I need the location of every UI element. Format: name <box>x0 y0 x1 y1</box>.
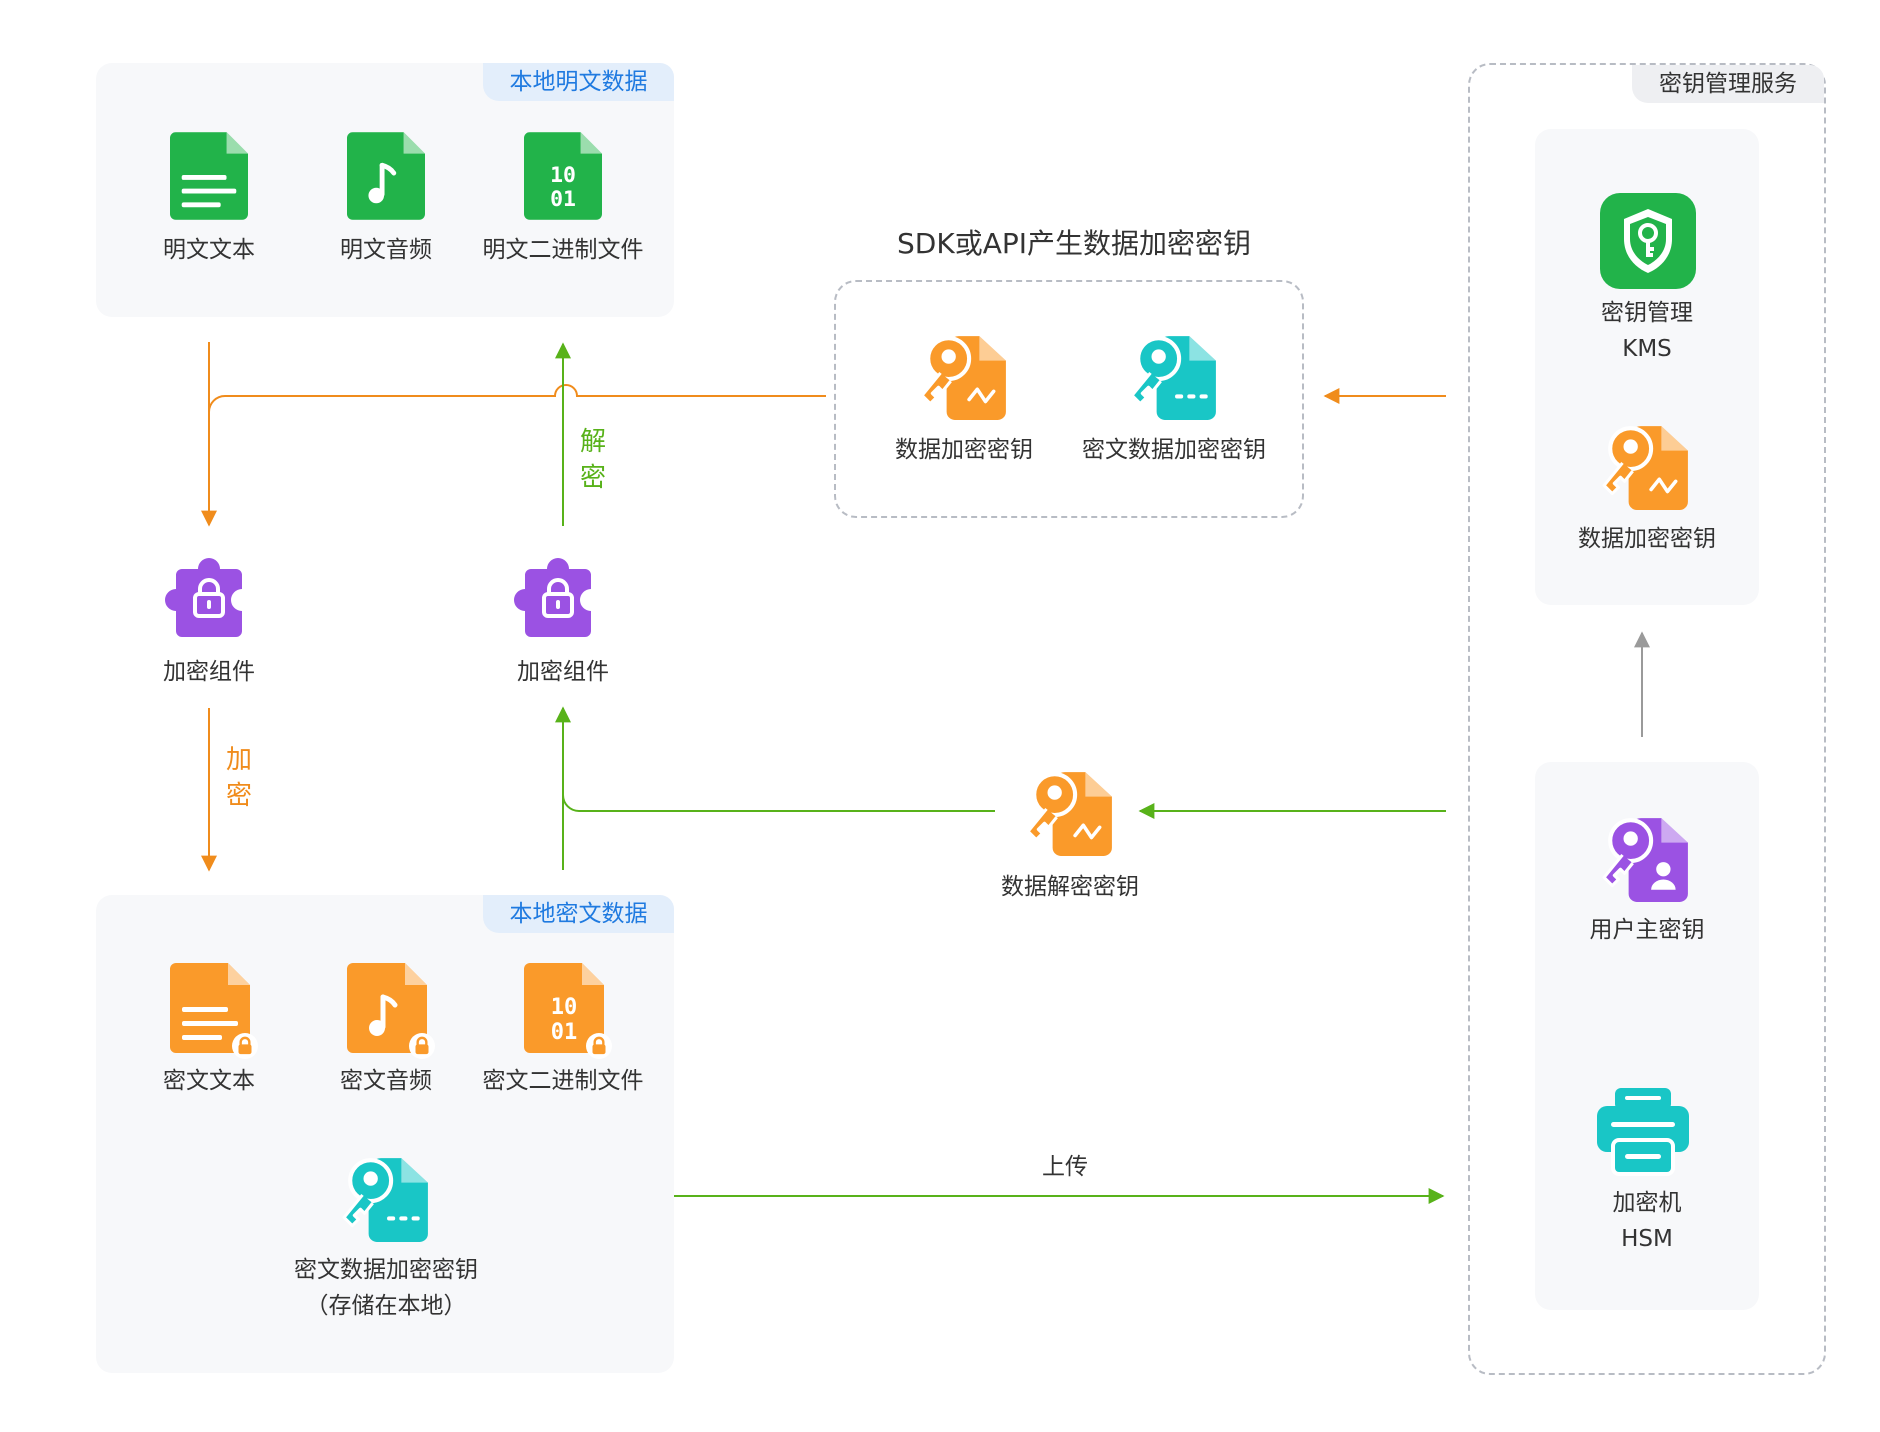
plain-text-label: 明文文本 <box>163 237 255 263</box>
puzzle-lock-icon <box>513 553 603 643</box>
binary-file-icon: 10 01 <box>524 132 602 220</box>
plain-audio-label: 明文音频 <box>340 237 432 263</box>
locked-binary-file-icon: 10 01 <box>524 963 612 1059</box>
locked-text-file-icon <box>170 963 258 1059</box>
sdk-group-box <box>834 280 1304 518</box>
data-key-icon <box>1024 766 1116 858</box>
encrypt-label-1: 加 <box>225 745 252 775</box>
stored-key-sub: （存储在本地） <box>305 1293 467 1319</box>
local-plain-tag: 本地明文数据 <box>483 63 674 101</box>
cipher-key-icon <box>340 1152 432 1244</box>
data-key-icon <box>1600 420 1692 512</box>
locked-audio-file-icon <box>347 963 435 1059</box>
kms-service-tag: 密钥管理服务 <box>1632 65 1824 103</box>
decrypt-label-1: 解 <box>579 427 606 457</box>
upload-label: 上传 <box>1042 1154 1088 1180</box>
plain-binary-label: 明文二进制文件 <box>482 237 644 263</box>
kms-service-box <box>1468 63 1826 1375</box>
svg-text:10: 10 <box>550 163 576 188</box>
svg-text:01: 01 <box>551 1020 578 1045</box>
decryption-key-label: 数据解密密钥 <box>1001 874 1139 900</box>
text-file-icon <box>170 132 248 220</box>
encrypt-component-label-left: 加密组件 <box>163 659 255 685</box>
stored-key-label: 密文数据加密密钥 <box>294 1257 478 1283</box>
hsm-label: 加密机 <box>1612 1190 1682 1216</box>
encrypt-component-label-right: 加密组件 <box>517 659 609 685</box>
sdk-data-key-label: 数据加密密钥 <box>895 437 1033 463</box>
hsm-sub: HSM <box>1621 1226 1673 1252</box>
key-feed-line <box>208 384 826 413</box>
kms-sub: KMS <box>1622 336 1672 362</box>
cipher-audio-label: 密文音频 <box>340 1068 432 1094</box>
decrypt-label-2: 密 <box>579 463 606 493</box>
cipher-text-label: 密文文本 <box>163 1068 255 1094</box>
user-key-icon <box>1600 812 1692 904</box>
encrypt-label-2: 密 <box>225 781 252 811</box>
audio-file-icon <box>347 132 425 220</box>
local-cipher-tag: 本地密文数据 <box>483 895 674 933</box>
hsm-icon <box>1597 1088 1689 1176</box>
puzzle-lock-icon <box>164 553 254 643</box>
svg-text:10: 10 <box>551 995 578 1020</box>
decrypt-key-feed-line <box>562 788 995 812</box>
kms-data-key-label: 数据加密密钥 <box>1578 526 1716 552</box>
cipher-binary-label: 密文二进制文件 <box>482 1068 644 1094</box>
sdk-cipher-key-label: 密文数据加密密钥 <box>1082 437 1266 463</box>
kms-label: 密钥管理 <box>1601 300 1693 326</box>
cipher-key-icon <box>1128 330 1220 422</box>
master-key-label: 用户主密钥 <box>1589 917 1705 943</box>
svg-text:01: 01 <box>550 187 576 212</box>
shield-key-icon <box>1600 193 1696 289</box>
data-key-icon <box>918 330 1010 422</box>
sdk-group-title: SDK或API产生数据加密密钥 <box>897 227 1251 260</box>
